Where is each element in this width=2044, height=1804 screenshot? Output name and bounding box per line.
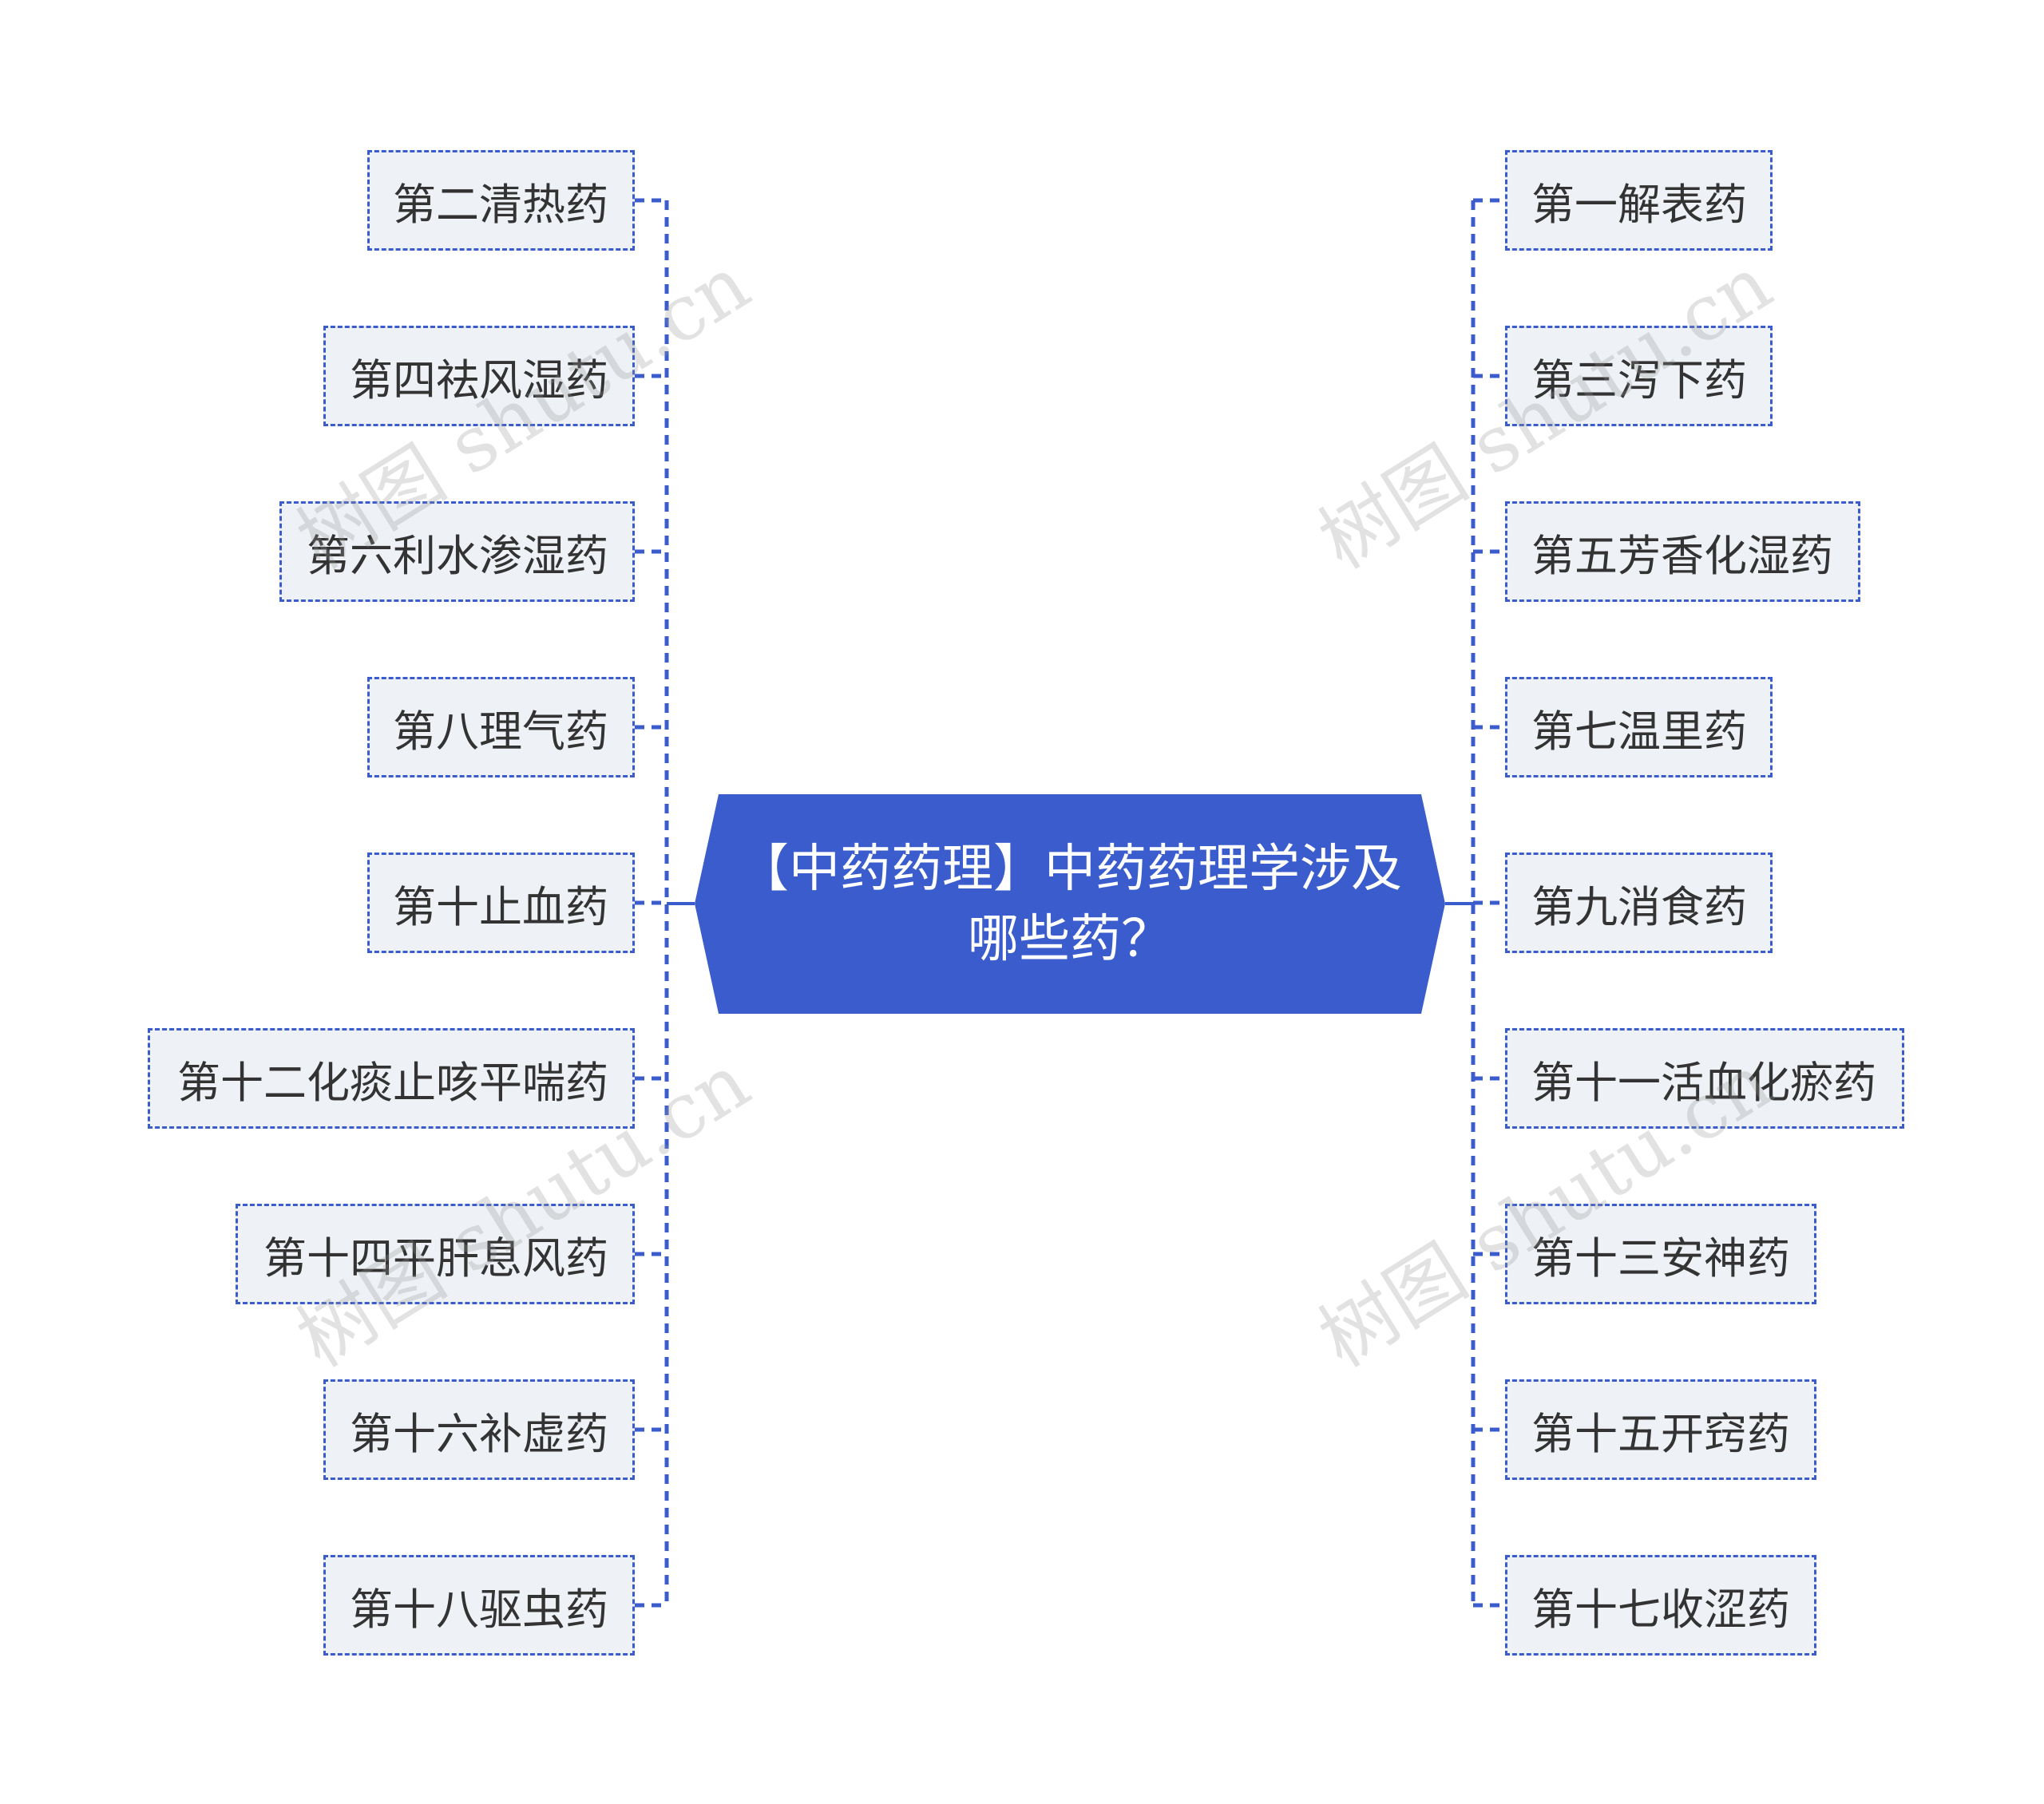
right-branch-node[interactable]: 第十一活血化瘀药 — [1505, 1028, 1904, 1129]
right-branch-node[interactable]: 第十七收涩药 — [1505, 1555, 1816, 1656]
left-branch-node[interactable]: 第八理气药 — [367, 677, 635, 777]
right-branch-node[interactable]: 第九消食药 — [1505, 853, 1773, 953]
right-branch-node[interactable]: 第三泻下药 — [1505, 326, 1773, 426]
left-branch-node[interactable]: 第六利水渗湿药 — [279, 501, 635, 602]
left-branch-node[interactable]: 第十八驱虫药 — [323, 1555, 635, 1656]
right-branch-node[interactable]: 第十三安神药 — [1505, 1204, 1816, 1304]
central-topic[interactable]: 【中药药理】中药药理学涉及哪些药？ — [695, 794, 1445, 1014]
right-branch-node[interactable]: 第十五开窍药 — [1505, 1379, 1816, 1480]
right-branch-node[interactable]: 第一解表药 — [1505, 150, 1773, 251]
left-branch-node[interactable]: 第十二化痰止咳平喘药 — [148, 1028, 635, 1129]
left-branch-node[interactable]: 第十止血药 — [367, 853, 635, 953]
right-branch-node[interactable]: 第五芳香化湿药 — [1505, 501, 1860, 602]
central-topic-label: 【中药药理】中药药理学涉及哪些药？ — [738, 839, 1402, 969]
right-branch-node[interactable]: 第七温里药 — [1505, 677, 1773, 777]
left-branch-node[interactable]: 第十六补虚药 — [323, 1379, 635, 1480]
left-branch-node[interactable]: 第四祛风湿药 — [323, 326, 635, 426]
left-branch-node[interactable]: 第二清热药 — [367, 150, 635, 251]
left-branch-node[interactable]: 第十四平肝息风药 — [236, 1204, 635, 1304]
